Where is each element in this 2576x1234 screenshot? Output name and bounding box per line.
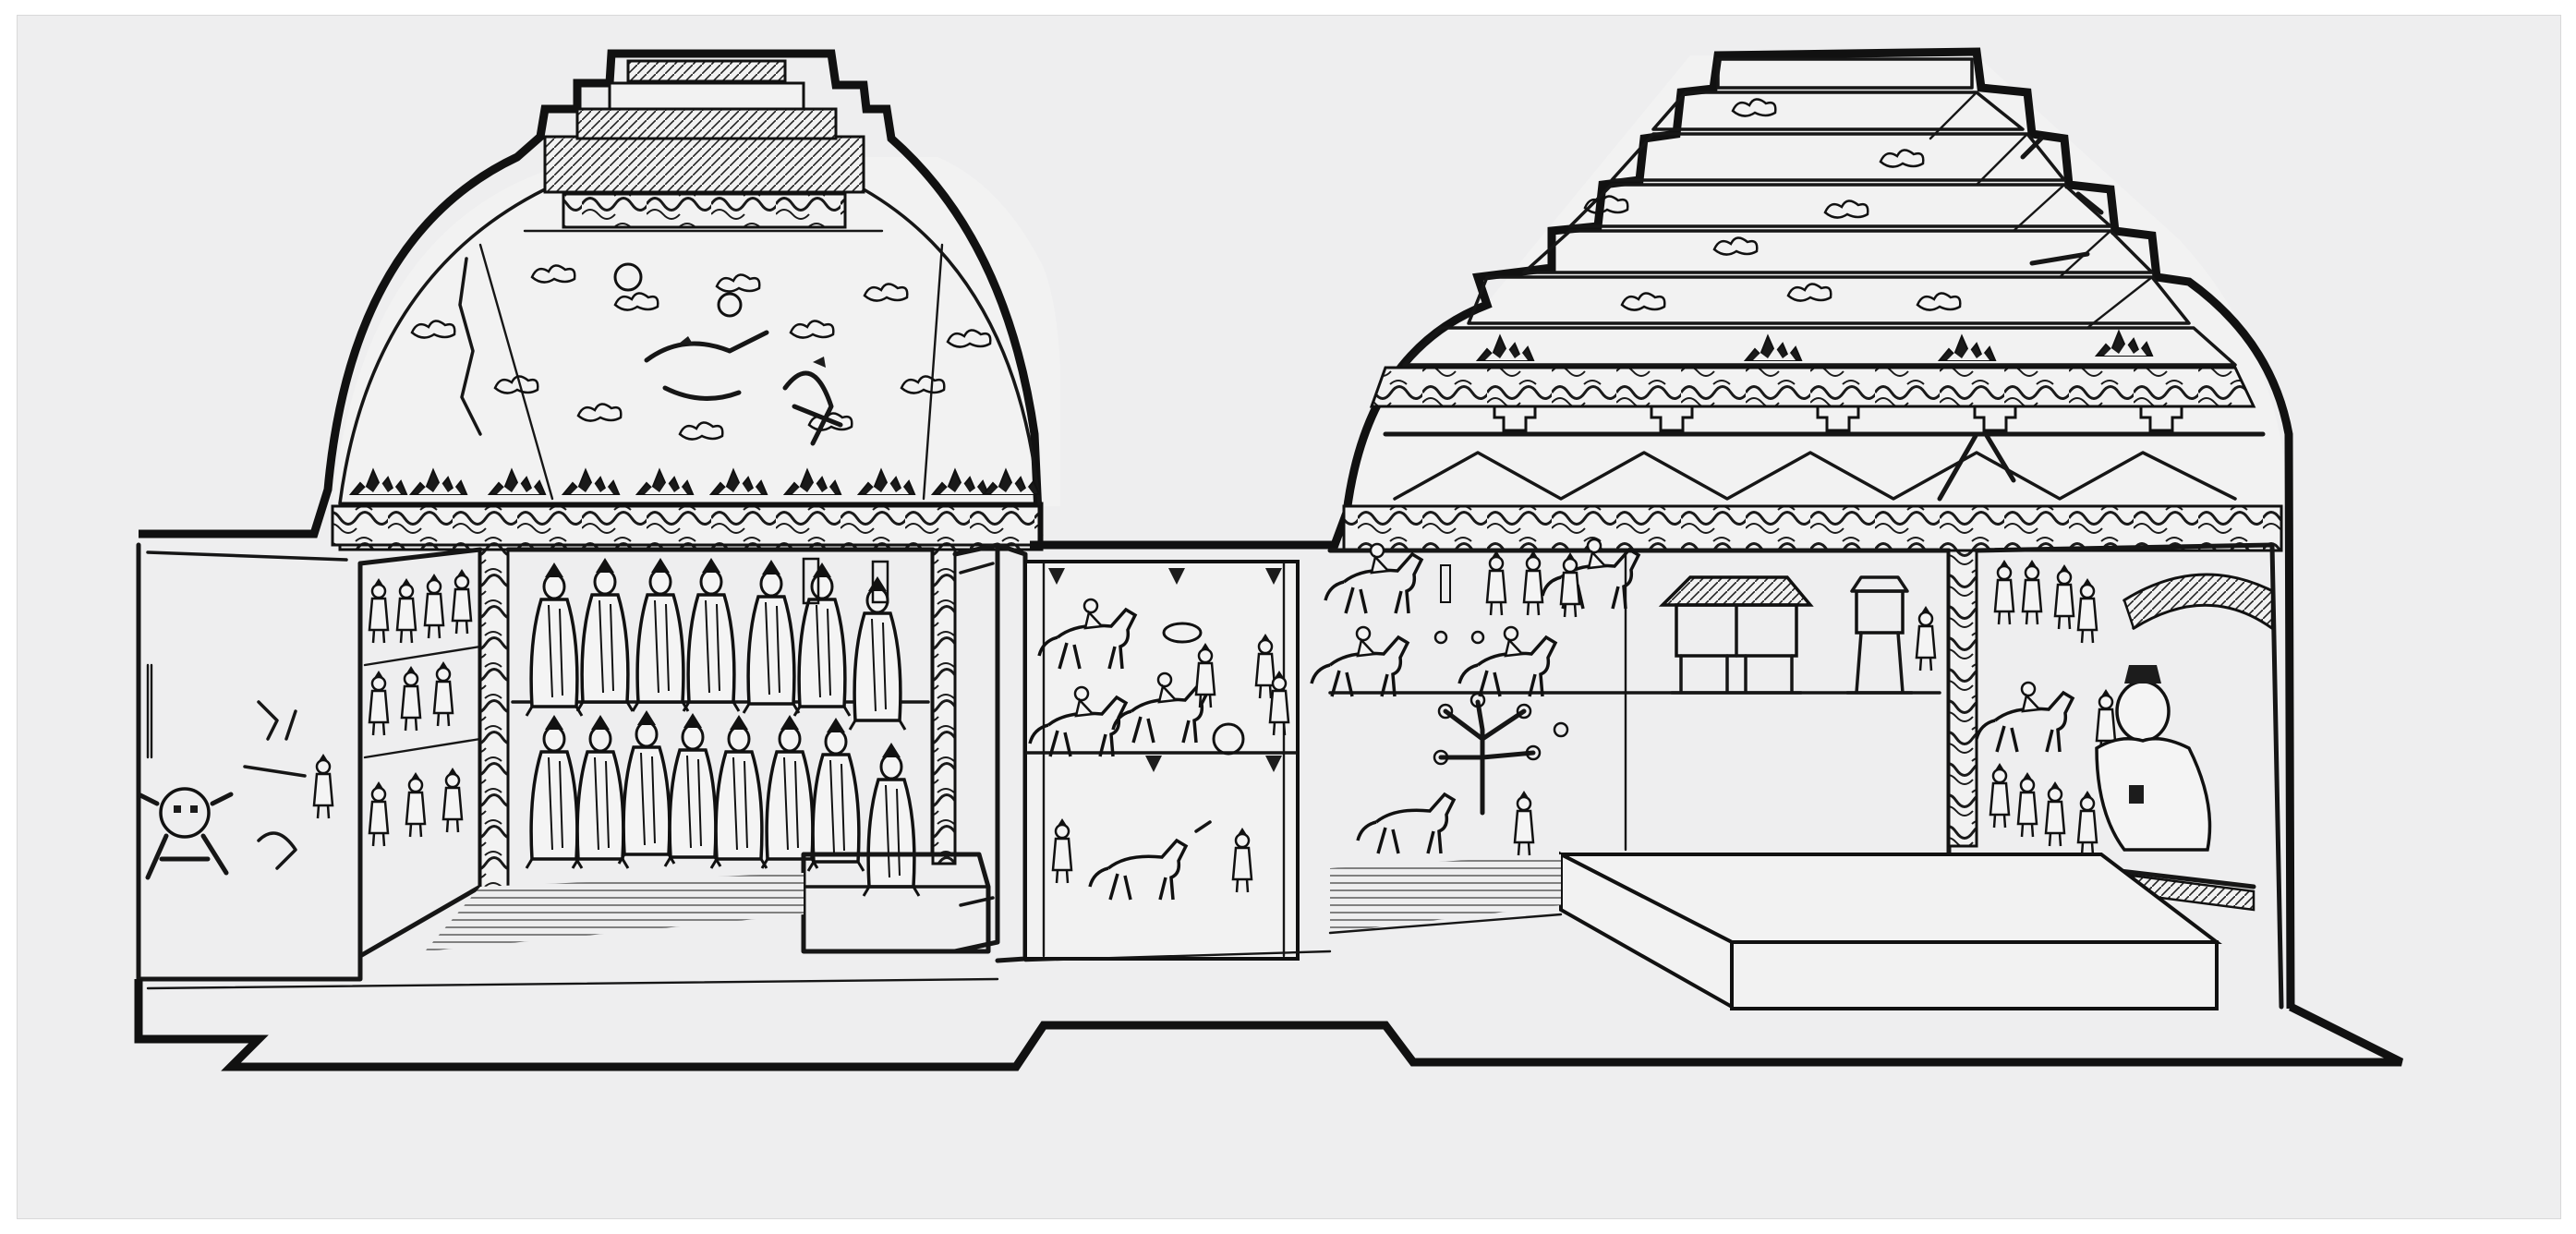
passage-panel — [995, 542, 1300, 963]
floor-outline — [134, 979, 2404, 1071]
front-chamber — [136, 49, 1060, 982]
rear-chamber — [1030, 47, 2295, 1010]
